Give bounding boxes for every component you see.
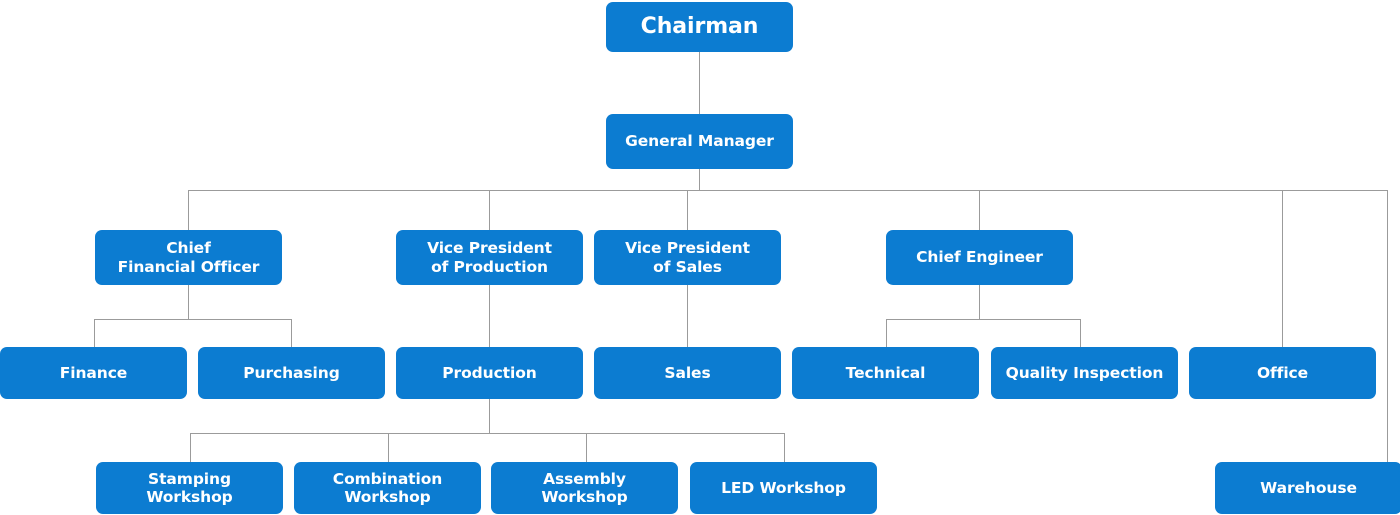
connector-bus-to-vp-production [489, 190, 490, 230]
connector-chief-engineer-bus [886, 319, 1081, 320]
connector-chief-engineer-down [979, 285, 980, 319]
connector-wbus-to-assembly [586, 433, 587, 462]
connector-executive-bus [188, 190, 1387, 191]
org-node-finance[interactable]: Finance [0, 347, 187, 399]
connector-vp-production-to-production [489, 285, 490, 347]
org-node-purchasing[interactable]: Purchasing [198, 347, 385, 399]
connector-chairman-to-gm [699, 52, 700, 114]
org-node-assembly-workshop[interactable]: Assembly Workshop [491, 462, 678, 514]
connector-workshop-bus [190, 433, 785, 434]
connector-ce-bus-to-quality [1080, 319, 1081, 347]
org-node-cfo[interactable]: Chief Financial Officer [95, 230, 282, 285]
org-node-sales[interactable]: Sales [594, 347, 781, 399]
connector-bus-to-chief-engineer [979, 190, 980, 230]
connector-production-down [489, 399, 490, 433]
org-node-office[interactable]: Office [1189, 347, 1376, 399]
connector-bus-to-office [1282, 190, 1283, 347]
org-node-production[interactable]: Production [396, 347, 583, 399]
org-node-general-manager[interactable]: General Manager [606, 114, 793, 169]
connector-cfo-down [188, 285, 189, 319]
connector-wbus-to-led [784, 433, 785, 462]
org-node-vp-sales[interactable]: Vice President of Sales [594, 230, 781, 285]
org-node-technical[interactable]: Technical [792, 347, 979, 399]
org-node-chairman[interactable]: Chairman [606, 2, 793, 52]
org-node-vp-production[interactable]: Vice President of Production [396, 230, 583, 285]
connector-ce-bus-to-technical [886, 319, 887, 347]
connector-bus-to-vp-sales [687, 190, 688, 230]
org-node-stamping-workshop[interactable]: Stamping Workshop [96, 462, 283, 514]
connector-cfo-bus-to-purchasing [291, 319, 292, 347]
org-node-quality-inspection[interactable]: Quality Inspection [991, 347, 1178, 399]
connector-cfo-bus [94, 319, 292, 320]
connector-vp-sales-to-sales [687, 285, 688, 347]
org-node-chief-engineer[interactable]: Chief Engineer [886, 230, 1073, 285]
connector-bus-to-cfo [188, 190, 189, 230]
connector-wbus-to-stamping [190, 433, 191, 462]
org-node-led-workshop[interactable]: LED Workshop [690, 462, 877, 514]
org-node-warehouse[interactable]: Warehouse [1215, 462, 1400, 514]
org-node-combination-workshop[interactable]: Combination Workshop [294, 462, 481, 514]
connector-wbus-to-combination [388, 433, 389, 462]
connector-cfo-bus-to-finance [94, 319, 95, 347]
connector-gm-down-to-bus [699, 169, 700, 190]
connector-bus-to-warehouse [1387, 190, 1388, 462]
